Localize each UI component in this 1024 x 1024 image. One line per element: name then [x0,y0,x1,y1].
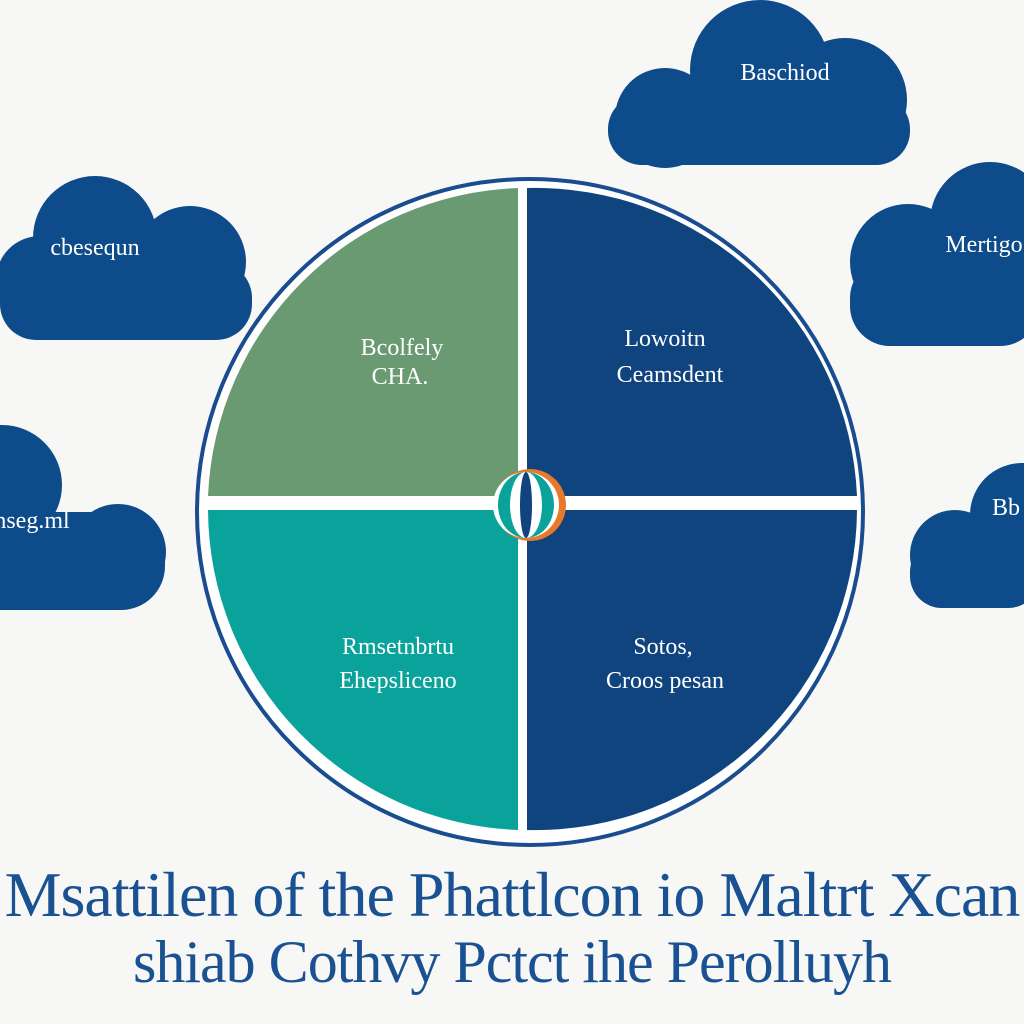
quadrant-bottom-right-label-1: Sotos, [633,634,692,660]
quadrant-bottom-right [527,510,857,831]
quadrant-bottom-left-label-2: Ehepsliceno [339,668,456,694]
cloud-top-right: Baschiod [608,0,910,168]
cloud-upper-left: cbesequn [0,176,252,340]
cloud-label-right: Mertigo [945,232,1022,258]
cloud-label-top-right: Baschiod [740,60,829,86]
wavy-divider-lower [527,510,546,830]
cloud-label-upper-left: cbesequn [50,235,139,261]
quadrant-top-left [208,188,518,496]
cloud-lower-right: Bb [910,463,1024,608]
cloud-label-left: nseg.ml [0,508,70,534]
caption-line-1: Msattilen of the Phattlcon io Maltrt Xca… [4,859,1021,930]
quadrant-top-right [527,187,857,497]
cloud-left: nseg.ml [0,425,166,610]
caption-line-2: shiab Cothvy Pctct ihe Perolluyh [133,929,892,995]
quadrant-top-left-label-1: Bcolfely [361,335,444,361]
quadrant-bottom-left [208,510,518,830]
quadrant-top-right-label-2: Ceamsdent [617,362,724,388]
quadrant-top-left-label-2: CHA. [372,364,429,390]
quadrant-bottom-left-label-1: Rmsetnbrtu [342,634,454,660]
cloud-right: Mertigo [850,162,1024,346]
quadrant-top-right-label-1: Lowoitn [624,326,705,352]
quadrant-circle: Bcolfely CHA. Lowoitn Ceamsdent Rmsetnbr… [195,177,865,847]
cloud-label-lower-right: Bb [992,495,1020,521]
quadrant-bottom-right-label-2: Croos pesan [606,668,724,694]
center-emblem [493,469,566,541]
wavy-divider [527,190,546,496]
